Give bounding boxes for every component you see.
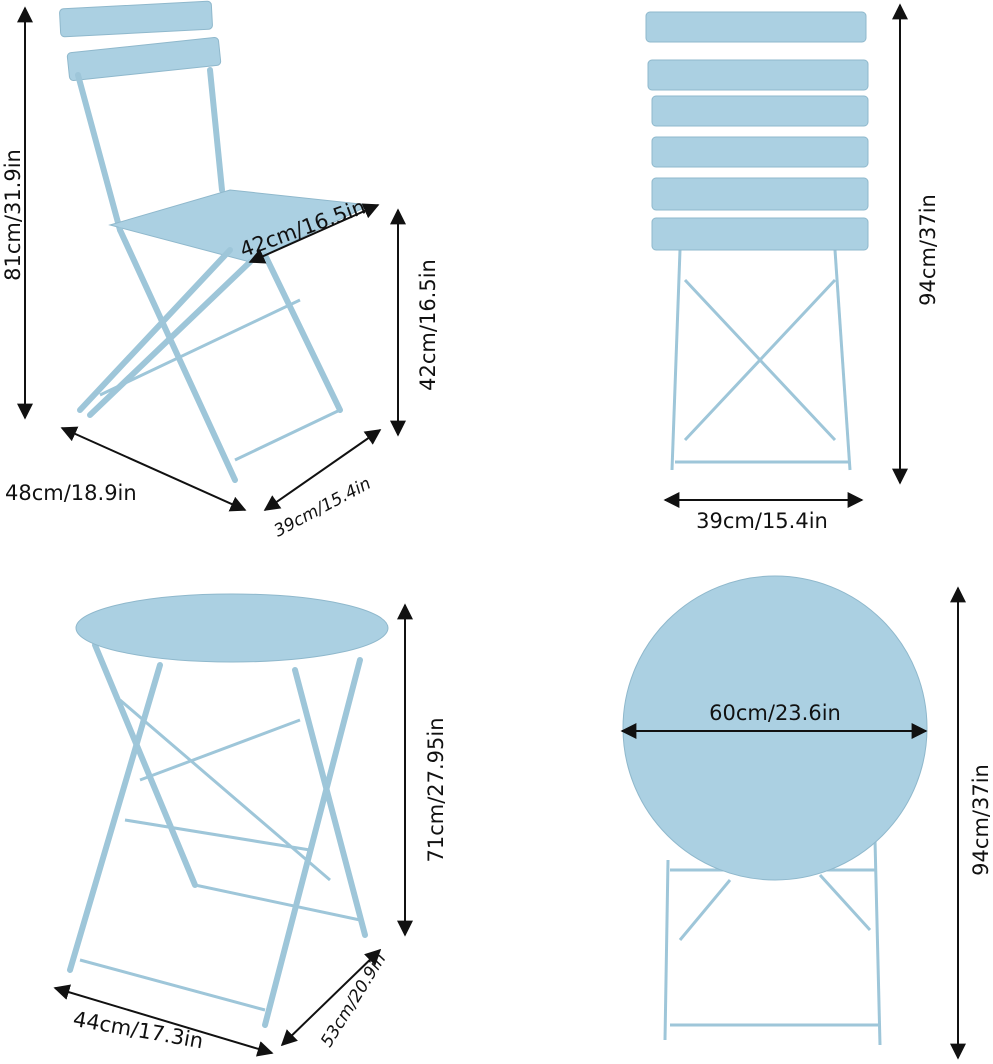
chair-depth-arrow: [263, 429, 382, 511]
chair-seat-height-label: 42cm/16.5in: [416, 259, 440, 391]
table-height-label: 71cm/27.95in: [424, 717, 448, 862]
chair-width-label: 48cm/18.9in: [5, 481, 137, 505]
folded-chair-height-label: 94cm/37in: [916, 194, 940, 306]
chair-open-illustration: [59, 0, 372, 483]
table-width-arrow: [53, 984, 274, 1057]
chair-width-arrow: [60, 426, 247, 512]
chair-depth-label: 39cm/15.4in: [271, 474, 375, 542]
chair-seat-width-arrow: [248, 203, 380, 264]
folded-chair-width-label: 39cm/15.4in: [696, 509, 828, 533]
chair-folded-illustration: [645, 11, 869, 471]
chair-height-label: 81cm/31.9in: [1, 149, 25, 281]
table-diameter-label: 60cm/23.6in: [709, 701, 841, 725]
table-folded-illustration: [622, 575, 928, 1046]
table-open-illustration: [67, 593, 389, 1028]
folded-table-height-label: 94cm/37in: [969, 764, 993, 876]
table-depth-arrow: [280, 948, 382, 1047]
